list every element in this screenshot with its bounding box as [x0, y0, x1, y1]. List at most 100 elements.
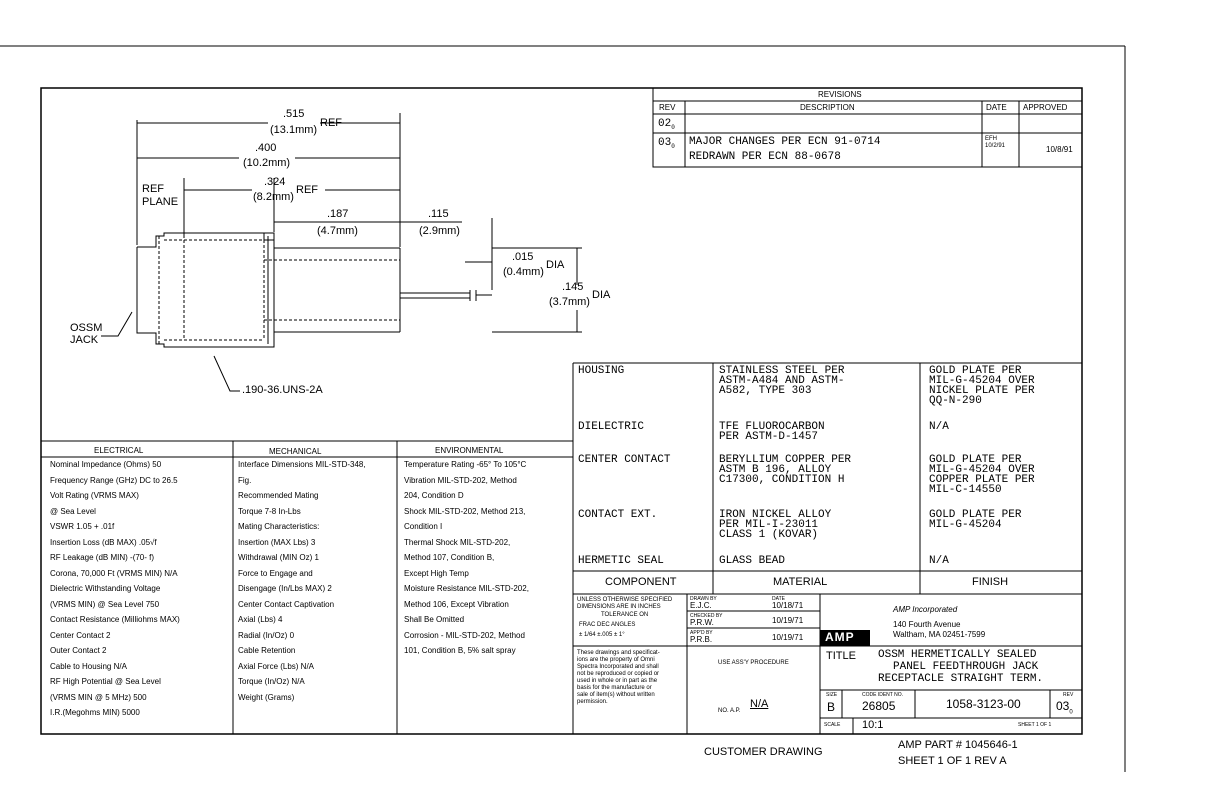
spec-line: Corrosion - MIL-STD-202, Method — [404, 630, 525, 640]
company-address-2: Waltham, MA 02451-7599 — [893, 630, 986, 639]
checked-by: P.R.W. — [690, 618, 714, 627]
ref-plane-label-2: PLANE — [142, 196, 179, 208]
revision-row-2-desc-2: REDRAWN PER ECN 88-0678 — [689, 151, 841, 163]
approved-by-label: APP'D BY — [690, 630, 713, 636]
checked-by-label: CHECKED BY — [690, 613, 723, 619]
code-ident-value: 26805 — [862, 699, 896, 713]
material-cell-material: IRON NICKEL ALLOY PER MIL-I-23011 CLASS … — [719, 509, 832, 541]
dim-015-dia: DIA — [546, 259, 565, 271]
notice-line: ions are the property of Omni — [577, 657, 655, 663]
spec-line: Shock MIL-STD-202, Method 213, — [404, 506, 526, 516]
spec-line: Shall Be Omitted — [404, 615, 465, 624]
dim-115-mm: (2.9mm) — [419, 225, 460, 237]
material-cell-material: TFE FLUOROCARBON PER ASTM-D-1457 — [719, 421, 825, 443]
spec-line: Torque 7-8 In-Lbs — [238, 506, 301, 516]
material-cell-finish: GOLD PLATE PER MIL-G-45204 OVER NICKEL P… — [929, 365, 1035, 407]
revisions-col-approved: APPROVED — [1023, 103, 1068, 112]
no-ap-label: NO. A.P. — [718, 708, 741, 714]
revision-row-2-date-initials: EFH — [985, 136, 997, 142]
spec-line: Cable to Housing N/A — [50, 661, 127, 671]
material-cell-material: BERYLLIUM COPPER PER ASTM B 196, ALLOY C… — [719, 454, 852, 486]
notice-line: These drawings and specificat- — [577, 650, 660, 656]
spec-line: Method 107, Condition B, — [404, 553, 495, 562]
title-line-3: RECEPTACLE STRAIGHT TERM. — [878, 673, 1044, 685]
spec-line: Withdrawal (MIN Oz) 1 — [238, 553, 319, 562]
revision-row-2-date: 10/2/91 — [985, 143, 1006, 149]
spec-line: Corona, 70,000 Ft (VRMS MIN) N/A — [50, 568, 178, 578]
spec-line: Torque (In/Oz) N/A — [238, 677, 305, 686]
material-cell-finish: GOLD PLATE PER MIL-G-45204 — [929, 509, 1022, 531]
spec-line: Condition I — [404, 522, 443, 531]
spec-line: Method 106, Except Vibration — [404, 599, 509, 609]
spec-line: Vibration MIL-STD-202, Method — [404, 475, 517, 485]
material-cell-component: HOUSING — [578, 365, 625, 377]
spec-line: Nominal Impedance (Ohms) 50 — [50, 460, 162, 469]
rev-sub: 0 — [1069, 709, 1073, 716]
material-header-component: COMPONENT — [605, 576, 677, 588]
spec-line: Axial (Lbs) 4 — [238, 615, 283, 624]
spec-line: Insertion (MAX Lbs) 3 — [238, 537, 316, 547]
amp-logo-box — [820, 630, 870, 646]
spec-line: Except High Temp — [404, 568, 469, 578]
rev-sub: 0 — [671, 124, 675, 132]
ossm-label-2: JACK — [70, 334, 99, 346]
spec-line: Moisture Resistance MIL-STD-202, — [404, 584, 529, 593]
spec-line: Volt Rating (VRMS MAX) — [50, 491, 139, 500]
spec-line: Mating Characteristics: — [238, 522, 320, 531]
use-assy-procedure: USE ASS'Y PROCEDURE — [718, 660, 789, 666]
scale-value: 10:1 — [862, 719, 884, 731]
rev-sub: 0 — [671, 143, 675, 151]
spec-line: 204, Condition D — [404, 491, 464, 500]
dim-015-mm: (0.4mm) — [503, 266, 544, 278]
spec-line: Fig. — [238, 475, 252, 485]
material-cell-finish: N/A — [929, 421, 949, 433]
spec-line: Axial Force (Lbs) N/A — [238, 661, 315, 671]
material-cell-component: DIELECTRIC — [578, 421, 645, 433]
spec-line: Disengage (In/Lbs MAX) 2 — [238, 584, 332, 593]
rev-number: 03 — [658, 137, 672, 149]
dim-145-dia: DIA — [592, 289, 611, 301]
dim-324-ref: REF — [296, 184, 318, 196]
spec-line: Force to Engage and — [238, 568, 313, 578]
spec-line: Weight (Grams) — [238, 692, 295, 702]
spec-line: 101, Condition B, 5% salt spray — [404, 646, 516, 655]
spec-line: Thermal Shock MIL-STD-202, — [404, 537, 511, 547]
dim-400: .400 — [255, 142, 277, 154]
material-cell-component: CONTACT EXT. — [578, 509, 658, 521]
spec-line: Cable Retention — [238, 646, 296, 655]
rev-label: REV — [1063, 692, 1074, 698]
drawn-by-label: DRAWN BY — [690, 596, 717, 602]
dim-324: .324 — [264, 176, 286, 188]
spec-line: (VRMS MIN) @ Sea Level 750 — [50, 599, 160, 609]
material-header-finish: FINISH — [972, 576, 1009, 588]
title-line-1: OSSM HERMETICALLY SEALED — [878, 649, 1037, 661]
material-cell-material: GLASS BEAD — [719, 555, 786, 567]
title-line-2: PANEL FEEDTHROUGH JACK — [893, 661, 1039, 673]
checked-date: 10/19/71 — [772, 616, 804, 625]
dim-145: .145 — [562, 281, 584, 293]
tolerance-line-2: DIMENSIONS ARE IN INCHES — [577, 604, 661, 610]
company-name: AMP Incorporated — [893, 605, 958, 614]
thread-callout: .190-36.UNS-2A — [242, 384, 323, 396]
scale-label: SCALE — [824, 722, 841, 728]
material-cell-component: HERMETIC SEAL — [578, 555, 664, 567]
material-header-material: MATERIAL — [773, 576, 828, 588]
dim-015: .015 — [512, 251, 534, 263]
revision-row-2-rev: 030 — [658, 137, 675, 150]
revision-row-1-rev: 020 — [658, 118, 675, 131]
notice-line: Spectra Incorporated and shall — [577, 664, 659, 670]
spec-line: Center Contact Captivation — [238, 599, 335, 609]
drawn-date-label: DATE — [772, 596, 785, 602]
spec-line: VSWR 1.05 + .01f — [50, 522, 115, 531]
spec-line: Recommended Mating — [238, 491, 319, 500]
dim-115: .115 — [428, 208, 449, 220]
company-address-1: 140 Fourth Avenue — [893, 620, 961, 629]
environmental-title: ENVIRONMENTAL — [435, 446, 504, 455]
spec-line: @ Sea Level — [50, 506, 96, 516]
spec-line: RF Leakage (dB MIN) -(70- f) — [50, 553, 155, 562]
revisions-col-date: DATE — [986, 103, 1007, 112]
amp-part-number: AMP PART # 1045646-1 — [898, 739, 1018, 751]
revisions-col-rev: REV — [659, 103, 676, 112]
dim-145-mm: (3.7mm) — [549, 296, 590, 308]
